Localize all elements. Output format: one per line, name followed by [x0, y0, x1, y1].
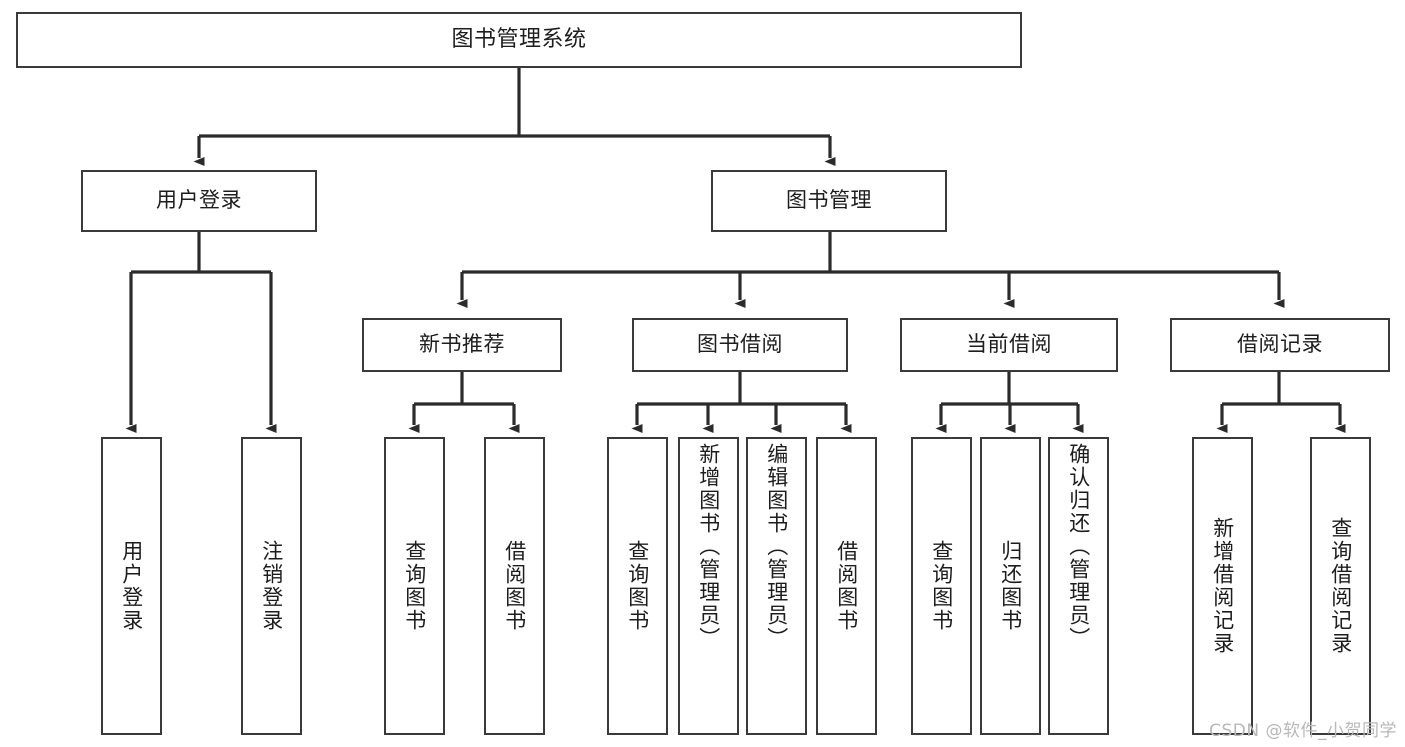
node-label: 查询图书: [402, 540, 427, 632]
leaf-return-book[interactable]: 归还图书: [980, 437, 1041, 735]
node-label: 当前借阅: [966, 332, 1052, 357]
node-label: 借阅图书: [834, 540, 859, 632]
leaf-logout-login[interactable]: 注销登录: [241, 437, 302, 735]
node-new-book-recommend[interactable]: 新书推荐: [362, 318, 562, 372]
node-label: 新增借阅记录: [1210, 517, 1235, 655]
leaf-query-book-current[interactable]: 查询图书: [911, 437, 972, 735]
node-label: 用户登录: [119, 540, 144, 632]
node-user-login[interactable]: 用户登录: [81, 170, 317, 232]
node-label: 借阅图书: [502, 540, 527, 632]
node-label: 新增图书（管理员）: [696, 443, 721, 650]
node-label: 注销登录: [259, 540, 284, 632]
node-label: 用户登录: [156, 188, 242, 213]
node-label: 查询图书: [625, 540, 650, 632]
leaf-query-borrow-record[interactable]: 查询借阅记录: [1310, 437, 1371, 735]
node-borrow-record[interactable]: 借阅记录: [1170, 318, 1390, 372]
node-label: 图书借阅: [697, 332, 783, 357]
node-label: 新书推荐: [419, 332, 505, 357]
leaf-query-book-borrow[interactable]: 查询图书: [607, 437, 668, 735]
node-label: 借阅记录: [1237, 332, 1323, 357]
node-label: 确认归还（管理员）: [1066, 443, 1091, 650]
node-label: 编辑图书（管理员）: [764, 443, 789, 650]
leaf-borrow-book-borrow[interactable]: 借阅图书: [816, 437, 877, 735]
node-label: 查询借阅记录: [1328, 517, 1353, 655]
node-book-management-system[interactable]: 图书管理系统: [16, 12, 1022, 68]
leaf-user-login[interactable]: 用户登录: [101, 437, 162, 735]
leaf-edit-book-admin[interactable]: 编辑图书（管理员）: [746, 437, 807, 735]
node-current-borrow[interactable]: 当前借阅: [900, 318, 1118, 372]
csdn-watermark: CSDN @软件_小贺同学: [1209, 721, 1397, 741]
leaf-add-book-admin[interactable]: 新增图书（管理员）: [678, 437, 739, 735]
node-label: 图书管理: [786, 188, 872, 213]
node-label: 查询图书: [929, 540, 954, 632]
node-label: 图书管理系统: [451, 26, 587, 52]
leaf-borrow-book-recommend[interactable]: 借阅图书: [484, 437, 545, 735]
node-book-management[interactable]: 图书管理: [711, 170, 947, 232]
leaf-add-borrow-record[interactable]: 新增借阅记录: [1192, 437, 1253, 735]
leaf-query-book-recommend[interactable]: 查询图书: [384, 437, 445, 735]
node-book-borrow[interactable]: 图书借阅: [632, 318, 848, 372]
node-label: 归还图书: [998, 540, 1023, 632]
leaf-confirm-return-admin[interactable]: 确认归还（管理员）: [1048, 437, 1109, 735]
